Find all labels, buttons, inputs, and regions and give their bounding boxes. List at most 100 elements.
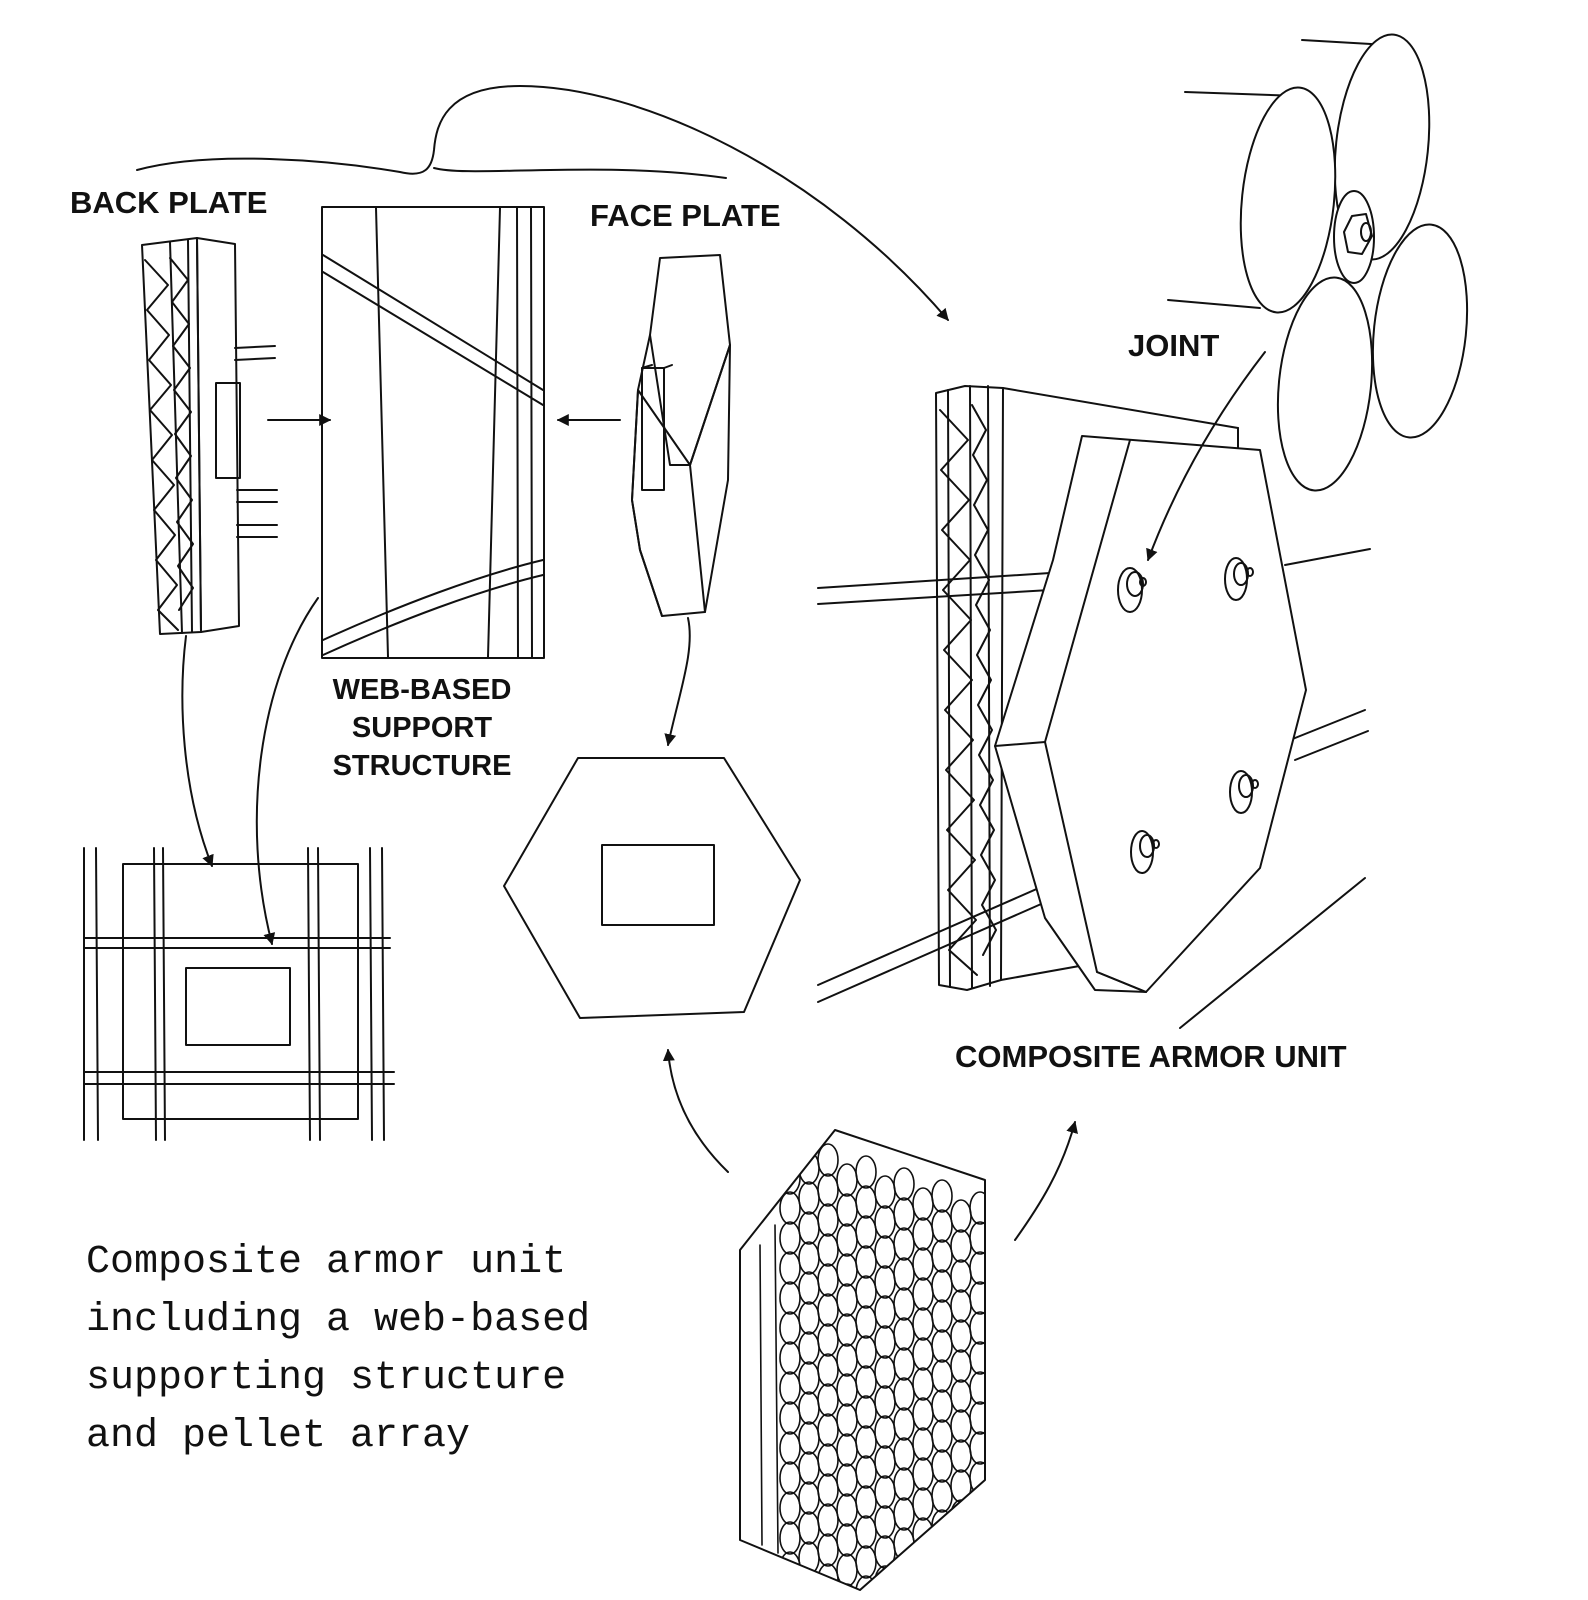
pellet	[970, 1372, 990, 1404]
pellet	[837, 1404, 857, 1436]
pellet	[970, 1252, 990, 1284]
pellet	[951, 1260, 971, 1292]
back-plate-drawing	[142, 238, 277, 634]
pellet	[818, 1234, 838, 1266]
pellet	[894, 1438, 914, 1470]
pellet	[799, 1482, 819, 1514]
pellet	[875, 1206, 895, 1238]
pellet	[780, 1252, 800, 1284]
pellet	[913, 1398, 933, 1430]
pellet	[780, 1522, 800, 1554]
pellet	[951, 1410, 971, 1442]
composite-armor-unit-label: COMPOSITE ARMOR UNIT	[955, 1039, 1347, 1074]
pellet	[837, 1464, 857, 1496]
pellet	[894, 1378, 914, 1410]
hexagon-face-view	[504, 758, 800, 1018]
pellet-array	[740, 1130, 990, 1600]
cylinder-bundle	[1168, 30, 1477, 495]
pellet	[780, 1342, 800, 1374]
pellet	[856, 1576, 876, 1600]
pellet	[932, 1390, 952, 1422]
pellet	[837, 1494, 857, 1526]
pellet	[894, 1408, 914, 1440]
arrow-back-to-front-view	[182, 636, 214, 868]
pellet	[818, 1504, 838, 1536]
pellet	[799, 1302, 819, 1334]
pellet	[799, 1272, 819, 1304]
pellet	[951, 1440, 971, 1472]
web-support-label-line3: STRUCTURE	[332, 750, 512, 782]
pellet	[837, 1224, 857, 1256]
pellet	[913, 1188, 933, 1220]
web-support-label-line1: WEB-BASED	[332, 674, 512, 706]
pellet	[780, 1492, 800, 1524]
pellet	[951, 1560, 971, 1592]
pellet	[856, 1516, 876, 1548]
pellet	[875, 1176, 895, 1208]
pellet	[856, 1546, 876, 1578]
pellet	[837, 1254, 857, 1286]
pellet	[837, 1434, 857, 1466]
pellet	[970, 1522, 990, 1554]
pellet	[780, 1132, 800, 1164]
pellet	[951, 1380, 971, 1412]
pellet	[799, 1422, 819, 1454]
pellet	[799, 1572, 819, 1600]
pellet	[970, 1462, 990, 1494]
pellet	[913, 1308, 933, 1340]
pellet	[875, 1236, 895, 1268]
pellet	[913, 1428, 933, 1460]
pellet	[818, 1174, 838, 1206]
pellet	[875, 1566, 895, 1598]
pellet	[837, 1284, 857, 1316]
pellet	[799, 1332, 819, 1364]
pellet	[970, 1582, 990, 1600]
top-brace-curve	[137, 86, 948, 320]
pellet	[799, 1512, 819, 1544]
pellet	[856, 1156, 876, 1188]
pellet	[856, 1396, 876, 1428]
pellet	[970, 1342, 990, 1374]
pellet	[932, 1360, 952, 1392]
pellet	[837, 1554, 857, 1586]
pellet	[856, 1306, 876, 1338]
pellet	[856, 1456, 876, 1488]
pellet	[856, 1216, 876, 1248]
pellet	[818, 1474, 838, 1506]
pellet	[780, 1312, 800, 1344]
pellet	[799, 1362, 819, 1394]
pellet	[780, 1432, 800, 1464]
pellet	[780, 1192, 800, 1224]
joint-label: JOINT	[1128, 328, 1220, 363]
pellet	[894, 1348, 914, 1380]
pellet	[799, 1242, 819, 1274]
web-support-drawing	[322, 207, 544, 658]
back-plate-label: BACK PLATE	[70, 185, 268, 220]
pellet	[780, 1222, 800, 1254]
face-plate-label: FACE PLATE	[590, 198, 781, 233]
pellet	[875, 1536, 895, 1568]
pellet	[799, 1452, 819, 1484]
pellet	[856, 1336, 876, 1368]
pellet	[837, 1314, 857, 1346]
pellet	[951, 1230, 971, 1262]
pellet	[913, 1218, 933, 1250]
pellet	[913, 1458, 933, 1490]
pellet	[894, 1558, 914, 1590]
pellet	[970, 1492, 990, 1524]
pellet	[970, 1222, 990, 1254]
pellet	[932, 1210, 952, 1242]
pellet	[818, 1534, 838, 1566]
pellet	[894, 1588, 914, 1600]
pellet	[932, 1510, 952, 1542]
pellet	[818, 1354, 838, 1386]
pellet	[913, 1278, 933, 1310]
caption-line-2: including a web-based	[86, 1298, 591, 1343]
pellet	[913, 1488, 933, 1520]
face-plate-drawing	[632, 255, 730, 616]
pellet	[932, 1480, 952, 1512]
pellet	[932, 1270, 952, 1302]
pellet	[913, 1338, 933, 1370]
pellet	[970, 1282, 990, 1314]
caption-line-1: Composite armor unit	[86, 1240, 567, 1285]
